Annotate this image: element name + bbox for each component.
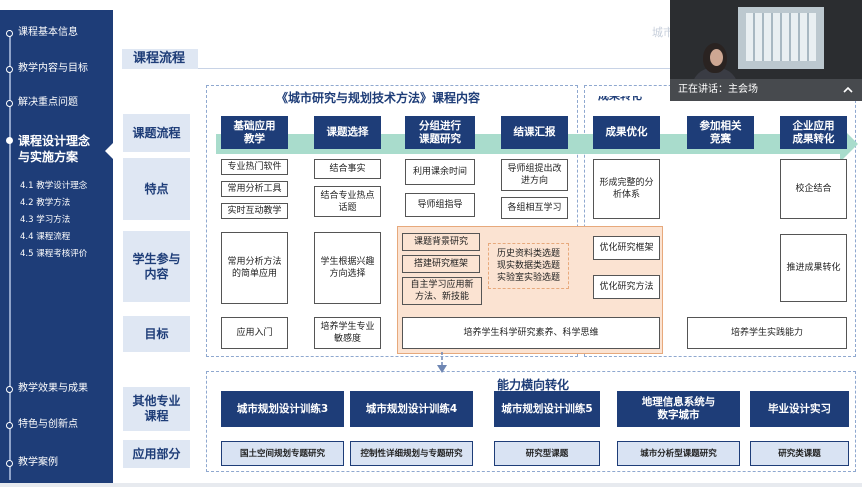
participation-cell: 优化研究方法 — [593, 275, 660, 299]
row-label-other-courses: 其他专业 课程 — [123, 387, 190, 431]
feature-cell: 结合专业热点 话题 — [314, 186, 381, 217]
feature-cell: 校企结合 — [780, 159, 847, 219]
row-label-goal: 目标 — [123, 316, 190, 352]
row-label-application: 应用部分 — [123, 440, 190, 468]
sidebar-item-label: 课程基本信息 — [18, 26, 78, 40]
participation-cell: 搭建研究框架 — [402, 255, 480, 273]
feature-cell: 导师组提出改 进方向 — [501, 159, 568, 191]
bullet-icon — [6, 30, 13, 37]
sidebar-subitem-teaching-method[interactable]: 4.2 教学方法 — [20, 196, 70, 208]
sidebar-subitem-learning-method[interactable]: 4.3 学习方法 — [20, 213, 70, 225]
application-cell: 控制性详细规划与专题研究 — [350, 441, 473, 466]
speaker-status-text: 正在讲话：主会场 — [678, 84, 758, 95]
sidebar-item-effects[interactable]: 教学效果与成果 — [0, 382, 113, 396]
participation-cell: 优化研究框架 — [593, 236, 660, 260]
feature-cell: 导师组指导 — [405, 193, 475, 217]
sidebar-item-label: 特色与创新点 — [18, 418, 78, 432]
chevron-up-icon[interactable] — [842, 84, 854, 96]
speaker-status-bar: 正在讲话：主会场 — [670, 79, 862, 101]
background-screen — [738, 7, 824, 69]
goal-cell: 培养学生专业 敏感度 — [314, 317, 381, 349]
flow-step-optimization[interactable]: 成果优化 — [593, 116, 660, 149]
feature-cell: 各组相互学习 — [501, 197, 568, 219]
application-cell: 研究类课题 — [750, 441, 849, 466]
sidebar-subitem-design-concept[interactable]: 4.1 教学设计理念 — [20, 179, 87, 191]
feature-cell: 形成完整的分 析体系 — [593, 159, 660, 219]
sidebar-item-label: 教学案例 — [18, 456, 58, 470]
flow-step-final-report[interactable]: 结课汇报 — [501, 116, 568, 149]
sidebar-item-course-info[interactable]: 课程基本信息 — [0, 26, 113, 40]
row-label-process: 课题流程 — [123, 114, 190, 152]
sidebar-item-label: 教学效果与成果 — [18, 382, 88, 396]
flow-step-competition[interactable]: 参加相关 竞赛 — [687, 116, 754, 149]
application-cell: 国土空间规划专题研究 — [221, 441, 344, 466]
goal-cell: 培养学生实践能力 — [687, 317, 847, 349]
topic-types-text: 历史资料类选题 现实数据类选题 实验室实验选题 — [488, 243, 569, 289]
row-label-features: 特点 — [123, 158, 190, 220]
other-course-graduation[interactable]: 毕业设计实习 — [750, 391, 849, 427]
sidebar-item-features[interactable]: 特色与创新点 — [0, 418, 113, 432]
application-cell: 研究型课题 — [494, 441, 600, 466]
participation-cell: 常用分析方法 的简单应用 — [221, 232, 288, 304]
sidebar: 课程基本信息 教学内容与目标 解决重点问题 课程设计理念与实施方案 4.1 教学… — [0, 10, 113, 487]
other-course-planning-4[interactable]: 城市规划设计训练4 — [350, 391, 473, 427]
feature-cell: 利用课余时间 — [405, 159, 475, 185]
bullet-icon — [6, 386, 13, 393]
sidebar-item-key-problems[interactable]: 解决重点问题 — [0, 96, 113, 110]
sidebar-item-content-goals[interactable]: 教学内容与目标 — [0, 62, 113, 76]
goal-cell: 应用入门 — [221, 317, 288, 349]
feature-cell: 常用分析工具 — [221, 181, 288, 197]
application-cell: 城市分析型课题研究 — [617, 441, 740, 466]
bullet-icon — [6, 100, 13, 107]
other-course-planning-5[interactable]: 城市规划设计训练5 — [494, 391, 600, 427]
practice-title: 成果转化 — [598, 96, 658, 103]
sidebar-item-label: 课程设计理念与实施方案 — [18, 133, 100, 165]
bullet-icon — [6, 66, 13, 73]
goal-cell: 培养学生科学研究素养、科学思维 — [402, 317, 660, 349]
sidebar-item-label: 教学内容与目标 — [18, 62, 88, 76]
sidebar-subitem-assessment[interactable]: 4.5 课程考核评价 — [20, 247, 87, 259]
participation-cell: 自主学习应用新 方法、新技能 — [402, 277, 482, 305]
arrow-down-icon — [436, 352, 448, 374]
flow-step-enterprise[interactable]: 企业应用 成果转化 — [780, 116, 847, 149]
participation-cell: 学生根据兴趣 方向选择 — [314, 232, 381, 304]
course-content-title: 《城市研究与规划技术方法》课程内容 — [270, 89, 486, 106]
participation-cell: 课题背景研究 — [402, 233, 480, 251]
flow-step-group-research[interactable]: 分组进行 课题研究 — [405, 116, 475, 149]
flow-step-basic-teaching[interactable]: 基础应用 教学 — [221, 116, 288, 149]
sidebar-subitem-course-flow[interactable]: 4.4 课程流程 — [20, 230, 70, 242]
sidebar-item-label: 解决重点问题 — [18, 96, 78, 110]
speaker-face — [710, 49, 723, 66]
bullet-icon — [6, 137, 13, 144]
sidebar-item-design-plan[interactable]: 课程设计理念与实施方案 — [0, 133, 100, 165]
feature-cell: 专业热门软件 — [221, 159, 288, 175]
bullet-icon — [6, 422, 13, 429]
slide-title: 课程流程 — [122, 49, 198, 69]
flow-step-topic-selection[interactable]: 课题选择 — [314, 116, 381, 149]
bottom-edge — [0, 483, 862, 487]
video-overlay[interactable]: 正在讲话：主会场 — [670, 0, 862, 101]
active-indicator-icon — [105, 143, 113, 159]
other-course-gis[interactable]: 地理信息系统与 数字城市 — [617, 391, 740, 427]
participation-cell: 推进成果转化 — [780, 234, 847, 302]
feature-cell: 实时互动教学 — [221, 203, 288, 219]
row-label-participation: 学生参与 内容 — [123, 231, 190, 302]
sidebar-item-cases[interactable]: 教学案例 — [0, 456, 113, 470]
title-divider — [198, 68, 678, 69]
feature-cell: 结合事实 — [314, 159, 381, 179]
other-course-planning-3[interactable]: 城市规划设计训练3 — [221, 391, 344, 427]
bullet-icon — [6, 460, 13, 467]
